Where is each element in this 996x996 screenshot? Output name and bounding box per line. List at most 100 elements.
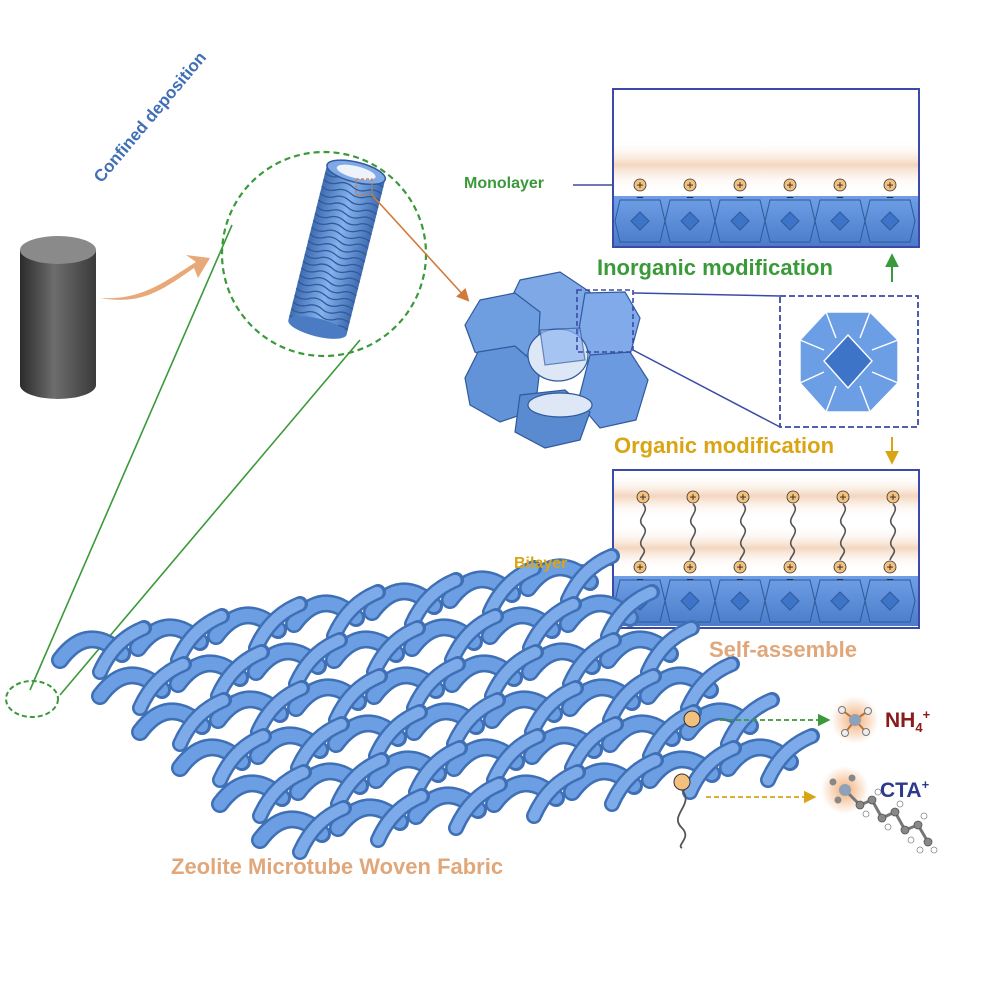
bilayer-panel: +−+−+−+−+−+−++++++ xyxy=(612,469,920,629)
fabric-arc xyxy=(488,730,544,786)
zeolite-cell xyxy=(714,579,766,623)
fabric-arc xyxy=(250,598,306,654)
fabric-arc xyxy=(762,730,818,786)
cell-core xyxy=(880,591,900,611)
zoom-line-top xyxy=(632,292,781,297)
fabric-arc xyxy=(564,634,620,690)
minus-sign: − xyxy=(786,190,794,205)
fabric-arc xyxy=(684,742,740,798)
plus-sign: + xyxy=(639,490,646,504)
minus-sign: − xyxy=(736,190,744,205)
cell-core xyxy=(680,591,700,611)
fabric-arc xyxy=(332,754,388,810)
alkyl-chain xyxy=(739,503,747,561)
fabric-arc xyxy=(528,766,584,822)
tube-ridge xyxy=(314,213,374,229)
tube-ridge xyxy=(290,308,350,324)
fabric-arc xyxy=(486,646,542,702)
orange-pointer-arrow xyxy=(371,194,470,302)
cta-label: CTA+ xyxy=(880,777,929,803)
cation xyxy=(633,178,647,192)
zeolite-cell xyxy=(714,199,766,243)
cation xyxy=(783,178,797,192)
cation xyxy=(683,560,697,574)
inorganic-modification-label: Inorganic modification xyxy=(597,255,833,280)
plus-sign: + xyxy=(636,178,643,192)
cell-core xyxy=(680,211,700,231)
cation xyxy=(836,490,850,504)
fabric-arc xyxy=(172,610,228,666)
fabric-arc xyxy=(682,658,738,714)
tube-ridge xyxy=(302,260,362,277)
minus-sign: − xyxy=(786,572,794,587)
zeolite-cell xyxy=(764,579,816,623)
fabric-arc xyxy=(370,706,426,762)
carbon-rod-template xyxy=(20,236,96,399)
tube-ridge xyxy=(319,192,379,209)
cation xyxy=(783,560,797,574)
fabric-arc xyxy=(410,742,466,798)
microtube-selection-box xyxy=(355,178,373,196)
monolayer-panel: +−+−+−+−+−+− xyxy=(612,88,920,248)
cation xyxy=(733,178,747,192)
plus-sign: + xyxy=(789,490,796,504)
tube-ridge xyxy=(299,274,359,290)
bilayer-label: Bilayer xyxy=(514,555,568,572)
cation xyxy=(686,490,700,504)
cation xyxy=(636,490,650,504)
minus-sign: − xyxy=(686,190,694,205)
tube-ridge xyxy=(316,206,376,222)
plus-sign: + xyxy=(739,490,746,504)
plus-sign: + xyxy=(686,560,693,574)
self-assemble-label: Self-assemble xyxy=(709,637,857,662)
plus-sign: + xyxy=(786,560,793,574)
minus-sign: − xyxy=(636,190,644,205)
nh4-subscript: 4 xyxy=(915,720,923,736)
plus-sign: + xyxy=(736,178,743,192)
cell-core xyxy=(780,211,800,231)
cell-core xyxy=(830,211,850,231)
zeolite-cell xyxy=(664,579,716,623)
fabric-arc xyxy=(252,682,308,738)
cation xyxy=(883,560,897,574)
plus-sign: + xyxy=(836,560,843,574)
fabric-arc xyxy=(722,694,778,750)
alkyl-chain xyxy=(839,503,847,561)
fabric-arc xyxy=(174,694,230,750)
zeolite-cell xyxy=(814,199,866,243)
cell-core xyxy=(780,591,800,611)
sodalite-cage xyxy=(799,311,899,413)
tube-ridge xyxy=(321,185,381,202)
fabric-arc xyxy=(212,646,268,702)
fabric-arc xyxy=(524,598,580,654)
deposition-arrow xyxy=(100,255,210,300)
fabric-title: Zeolite Microtube Woven Fabric xyxy=(171,854,504,879)
fabric-arc xyxy=(94,622,150,678)
minus-sign: − xyxy=(736,572,744,587)
cation xyxy=(833,178,847,192)
cell-core xyxy=(630,211,650,231)
plus-sign: + xyxy=(886,178,893,192)
tube-ridge xyxy=(306,246,366,263)
alkyl-chain xyxy=(689,503,697,561)
zeolite-framework xyxy=(464,271,649,449)
fabric-arc xyxy=(134,658,190,714)
cta-superscript: + xyxy=(921,777,930,792)
cation xyxy=(833,560,847,574)
zoom-line-bottom xyxy=(632,349,781,428)
fabric-arc xyxy=(448,694,504,750)
plus-sign: + xyxy=(836,178,843,192)
fabric-arc xyxy=(642,622,698,678)
fabric-arc xyxy=(328,586,384,642)
tube-ridge xyxy=(311,226,371,243)
cell-core xyxy=(730,211,750,231)
tube-ridge xyxy=(304,253,364,270)
nh4-superscript: + xyxy=(922,707,931,722)
zeolite-cell xyxy=(664,199,716,243)
cta-text: CTA xyxy=(880,779,922,802)
minus-sign: − xyxy=(836,190,844,205)
tube-ridge xyxy=(297,280,357,297)
fabric-arc xyxy=(602,586,658,642)
fabric-arc xyxy=(290,634,346,690)
alkyl-chain xyxy=(639,503,647,561)
